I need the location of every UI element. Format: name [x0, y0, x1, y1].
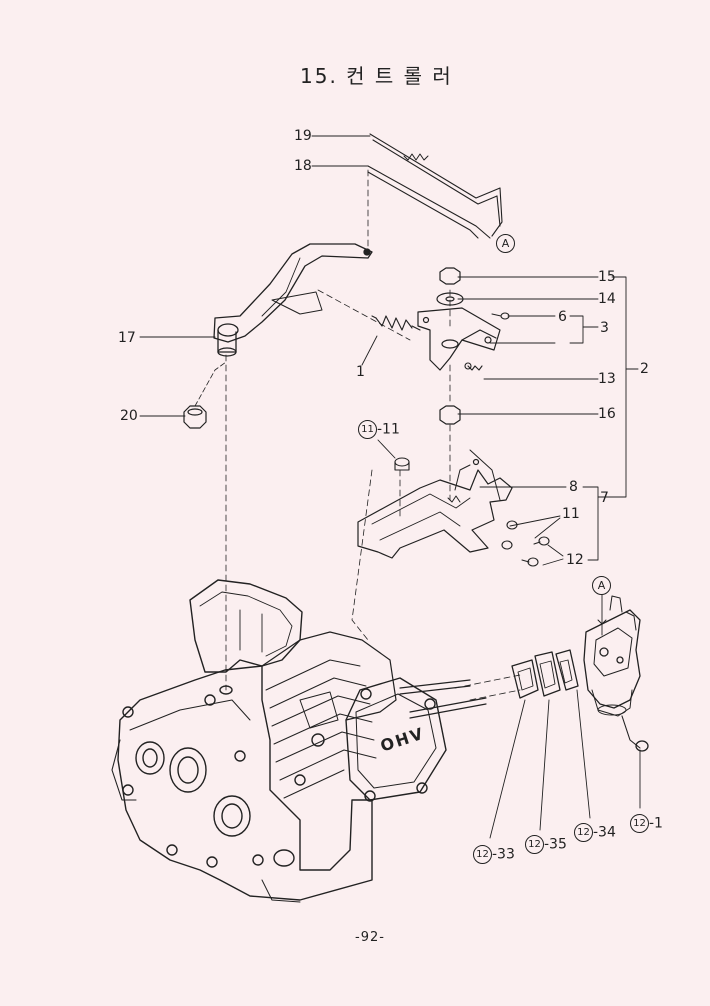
- screws-12: [521, 536, 550, 567]
- ref-a-top-circle: A: [496, 234, 515, 253]
- ref-11: 11: [562, 506, 580, 522]
- nut-15: [439, 267, 461, 285]
- screw-6: [491, 312, 510, 320]
- ref-12-35-suffix: -35: [544, 836, 567, 853]
- ref-12-33-circle: 12: [473, 845, 492, 864]
- governor-rod: [369, 133, 503, 237]
- screw-13: [464, 362, 483, 371]
- page-number: -92-: [355, 930, 385, 945]
- ref-13: 13: [598, 371, 616, 387]
- ref-12-1-circle: 12: [630, 814, 649, 833]
- ref-12-35-circle: 12: [525, 835, 544, 854]
- ref-3: 3: [600, 320, 609, 336]
- studs: [399, 679, 487, 719]
- ref-12-34-circle: 12: [574, 823, 593, 842]
- ref-12-1: 12-1: [630, 814, 663, 833]
- ref-12-1-suffix: -1: [649, 815, 663, 832]
- ref-12-33-suffix: -33: [492, 846, 515, 863]
- leader-lines: [139, 135, 641, 839]
- throttle-rod: [367, 165, 491, 239]
- page-title: 15. 컨 트 롤 러: [300, 64, 453, 88]
- governor-bracket: [417, 307, 501, 371]
- return-spring: [371, 315, 421, 331]
- ref-17: 17: [118, 330, 136, 346]
- engine-block: [111, 579, 447, 903]
- ref-12-35: 12-35: [525, 835, 567, 854]
- ref-18: 18: [294, 158, 312, 174]
- ref-a-carb-circle: A: [592, 576, 611, 595]
- ref-a-carb: A: [592, 576, 611, 595]
- gasket-12-35: [534, 651, 561, 697]
- washer-14: [436, 292, 464, 306]
- ref-12-34-suffix: -34: [593, 824, 616, 841]
- control-lever: [213, 243, 373, 357]
- control-plate: [357, 449, 513, 559]
- ref-1: 1: [356, 364, 365, 380]
- ref-11-11-suffix: -11: [377, 421, 400, 438]
- ref-20: 20: [120, 408, 138, 424]
- bolt-11-11: [394, 457, 410, 471]
- insulator-12-33: [511, 659, 539, 699]
- ref-8: 8: [569, 479, 578, 495]
- ref-12-34: 12-34: [574, 823, 616, 842]
- ref-14: 14: [598, 291, 616, 307]
- ref-12-33: 12-33: [473, 845, 515, 864]
- ref-19: 19: [294, 128, 312, 144]
- carburetor: [583, 595, 649, 752]
- ref-2: 2: [640, 361, 649, 377]
- ref-7: 7: [600, 490, 609, 506]
- ref-12: 12: [566, 552, 584, 568]
- ref-16: 16: [598, 406, 616, 422]
- nut-16: [439, 405, 461, 425]
- screws-11: [501, 520, 518, 550]
- ref-a-top: A: [496, 234, 515, 253]
- nut-20: [183, 361, 227, 429]
- ref-6: 6: [558, 309, 567, 325]
- ref-11-11: 11-11: [358, 420, 400, 439]
- gasket-12-34: [555, 649, 579, 691]
- ref-11-11-circle: 11: [358, 420, 377, 439]
- ref-15: 15: [598, 269, 616, 285]
- assembly-dash-lines: [225, 169, 521, 701]
